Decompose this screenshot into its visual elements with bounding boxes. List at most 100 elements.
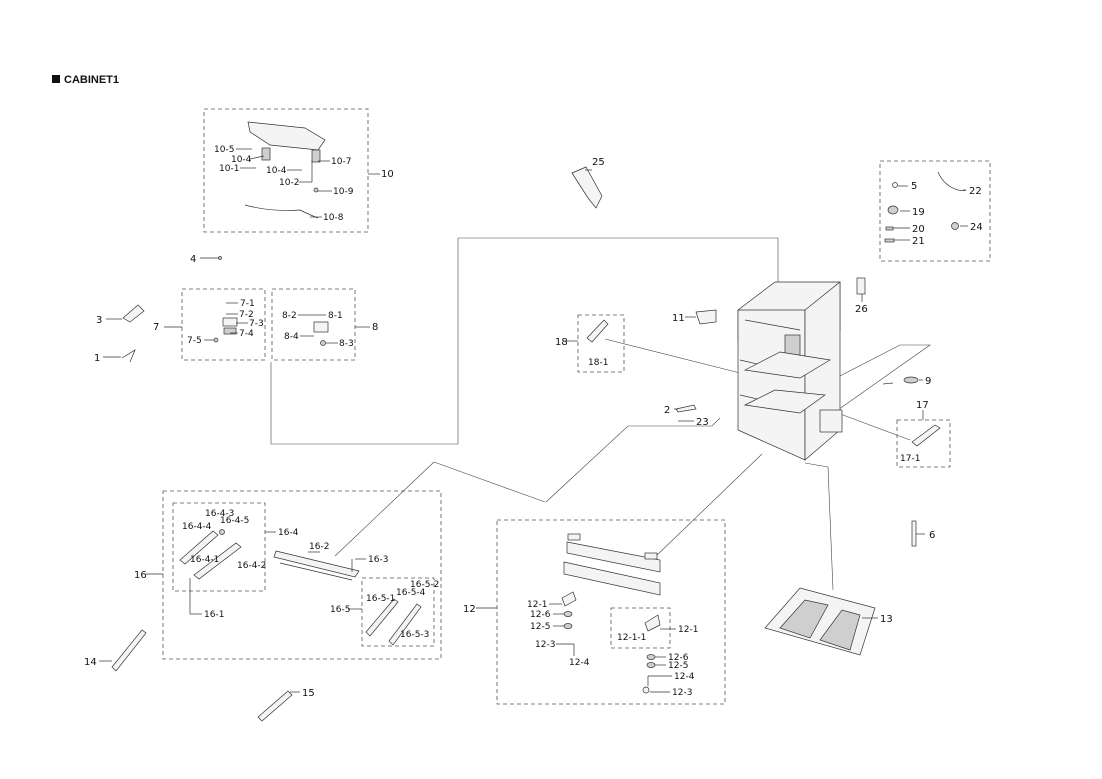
label-24: 24	[970, 222, 983, 233]
label-16-2: 16-2	[309, 542, 329, 552]
label-3: 3	[96, 315, 102, 326]
label-22: 22	[969, 186, 982, 197]
part-11-bracket	[695, 309, 717, 325]
label-16-5: 16-5	[330, 605, 350, 615]
label-12-1-1: 12-1-1	[617, 633, 646, 643]
group-8-box	[271, 288, 356, 361]
label-9: 9	[925, 376, 931, 387]
label-13: 13	[880, 614, 893, 625]
label-19: 19	[912, 207, 925, 218]
label-10: 10	[381, 169, 394, 180]
label-16: 16	[134, 570, 147, 581]
group-16-box	[162, 490, 442, 660]
label-4: 4	[190, 254, 196, 265]
label-8-2: 8-2	[282, 311, 297, 321]
label-20: 20	[912, 224, 925, 235]
section-title: CABINET1	[64, 74, 119, 86]
label-12-6-b: 12-6	[668, 653, 689, 663]
label-18-1: 18-1	[588, 358, 608, 368]
label-5: 5	[911, 181, 917, 192]
part-14-rail	[111, 629, 147, 672]
label-25: 25	[592, 157, 605, 168]
label-10-5: 10-5	[214, 145, 234, 155]
label-10-7: 10-7	[331, 157, 351, 167]
label-16-4-2: 16-4-2	[237, 561, 266, 571]
label-21: 21	[912, 236, 925, 247]
label-14: 14	[84, 657, 97, 668]
part-17-rail	[911, 424, 941, 447]
part-labels: 10-5 10-4 10-1 10-4 10-2 10-7 10-9 10-8 …	[84, 145, 983, 699]
label-7-3: 7-3	[249, 319, 264, 329]
part-13-tray	[764, 587, 876, 656]
label-16-3: 16-3	[368, 555, 388, 565]
group-17-box	[896, 419, 951, 468]
part-16-rails	[179, 529, 422, 646]
label-12-4-a: 12-4	[569, 658, 590, 668]
label-10-8: 10-8	[323, 213, 344, 223]
label-8-4: 8-4	[284, 332, 299, 342]
part-12-drawer-rails	[561, 533, 661, 694]
misc-small-parts	[884, 171, 967, 243]
label-8: 8	[372, 322, 378, 333]
label-16-5-3: 16-5-3	[400, 630, 429, 640]
label-16-4-1: 16-4-1	[190, 555, 219, 565]
part-1-clip	[121, 349, 136, 363]
leader-lines	[99, 148, 968, 693]
label-12-1-b: 12-1	[678, 625, 698, 635]
label-10-4-a: 10-4	[231, 155, 252, 165]
part-15-rail	[257, 690, 293, 722]
label-23: 23	[696, 417, 709, 428]
label-16-4: 16-4	[278, 528, 299, 538]
label-12-3-b: 12-3	[672, 688, 692, 698]
label-12-4-b: 12-4	[674, 672, 695, 682]
refrigerator-cabinet	[737, 281, 843, 461]
part-26-clip	[856, 277, 866, 295]
group-18-box	[577, 314, 625, 373]
part-7-hinge-assembly	[213, 317, 238, 343]
part-2-23-small	[675, 404, 697, 422]
label-16-5-1: 16-5-1	[366, 594, 395, 604]
label-10-4-b: 10-4	[266, 166, 287, 176]
group-16-4-box	[172, 502, 266, 592]
label-16-4-3: 16-4-3	[205, 509, 234, 519]
label-8-1: 8-1	[328, 311, 343, 321]
label-12-6-a: 12-6	[530, 610, 551, 620]
label-6: 6	[929, 530, 935, 541]
label-16-4-5: 16-4-5	[220, 516, 249, 526]
connector-lines	[270, 237, 931, 591]
label-7-4: 7-4	[239, 329, 254, 339]
label-12-3-a: 12-3	[535, 640, 555, 650]
group-16-5-box	[361, 577, 435, 647]
label-18: 18	[555, 337, 568, 348]
label-10-9: 10-9	[333, 187, 354, 197]
label-16-5-2: 16-5-2	[410, 580, 439, 590]
group-10-box	[203, 108, 369, 233]
part-10-bracket-assembly	[244, 121, 326, 219]
part-8-hinge-assembly	[313, 321, 329, 346]
label-17-1: 17-1	[900, 454, 920, 464]
group-boxes	[162, 108, 991, 705]
part-18-bracket	[586, 319, 609, 343]
label-10-1: 10-1	[219, 164, 239, 174]
label-12-5-b: 12-5	[668, 661, 688, 671]
label-16-5-4: 16-5-4	[396, 588, 426, 598]
label-12-1-a: 12-1	[527, 600, 547, 610]
label-11: 11	[672, 313, 685, 324]
label-26: 26	[855, 304, 868, 315]
label-8-3: 8-3	[339, 339, 354, 349]
label-7-5: 7-5	[187, 336, 202, 346]
label-10-2: 10-2	[279, 178, 299, 188]
label-17: 17	[916, 400, 929, 411]
part-25-bracket	[571, 166, 603, 209]
label-7: 7	[153, 322, 159, 333]
label-16-1: 16-1	[204, 610, 224, 620]
part-6-bar	[911, 520, 917, 547]
label-16-4-4: 16-4-4	[182, 522, 212, 532]
group-12-1-box	[610, 607, 671, 649]
label-1: 1	[94, 353, 100, 364]
title-square-icon	[52, 75, 60, 83]
label-7-2: 7-2	[239, 310, 254, 320]
label-7-1: 7-1	[240, 299, 255, 309]
group-12-box	[496, 519, 726, 705]
